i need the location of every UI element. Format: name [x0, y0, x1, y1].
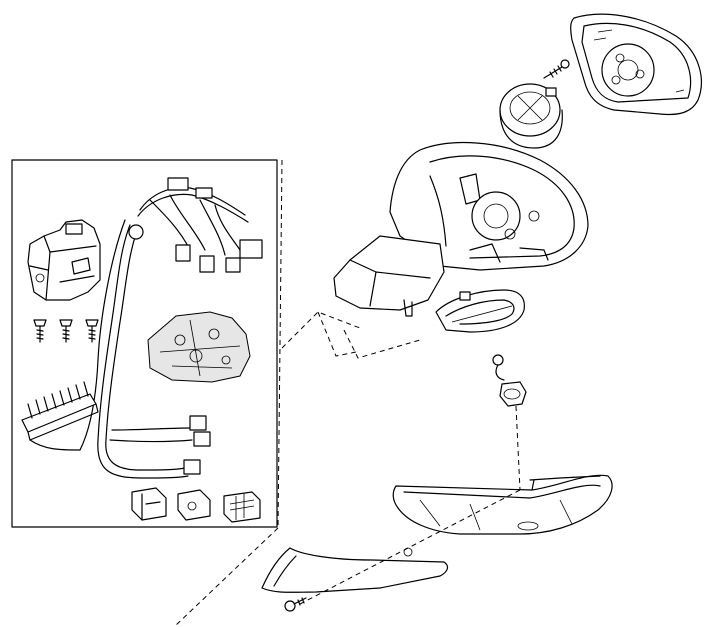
mirror-glass-plate [570, 13, 702, 116]
wire-harness [79, 177, 263, 479]
connector [177, 489, 211, 521]
turn-signal-lamp [435, 289, 525, 333]
connector [183, 415, 211, 475]
harness-kit-frame [11, 159, 278, 528]
connector [223, 491, 261, 523]
screw [59, 319, 73, 343]
multi-pin-connector [21, 381, 99, 451]
housing-lower-cover [392, 474, 613, 535]
folding-motor-unit [27, 219, 101, 301]
connector [131, 487, 167, 521]
circuit-board [147, 311, 251, 383]
mirror-actuator-motor [499, 83, 563, 149]
screw [33, 319, 47, 343]
cover-screw [284, 597, 307, 612]
lamp-socket-harness [492, 354, 527, 407]
assembly-guide-lines [173, 159, 521, 627]
lower-trim-cover [261, 547, 449, 593]
mounting-screw [543, 59, 570, 79]
mirror-housing-body [333, 141, 589, 317]
screw [85, 319, 99, 343]
